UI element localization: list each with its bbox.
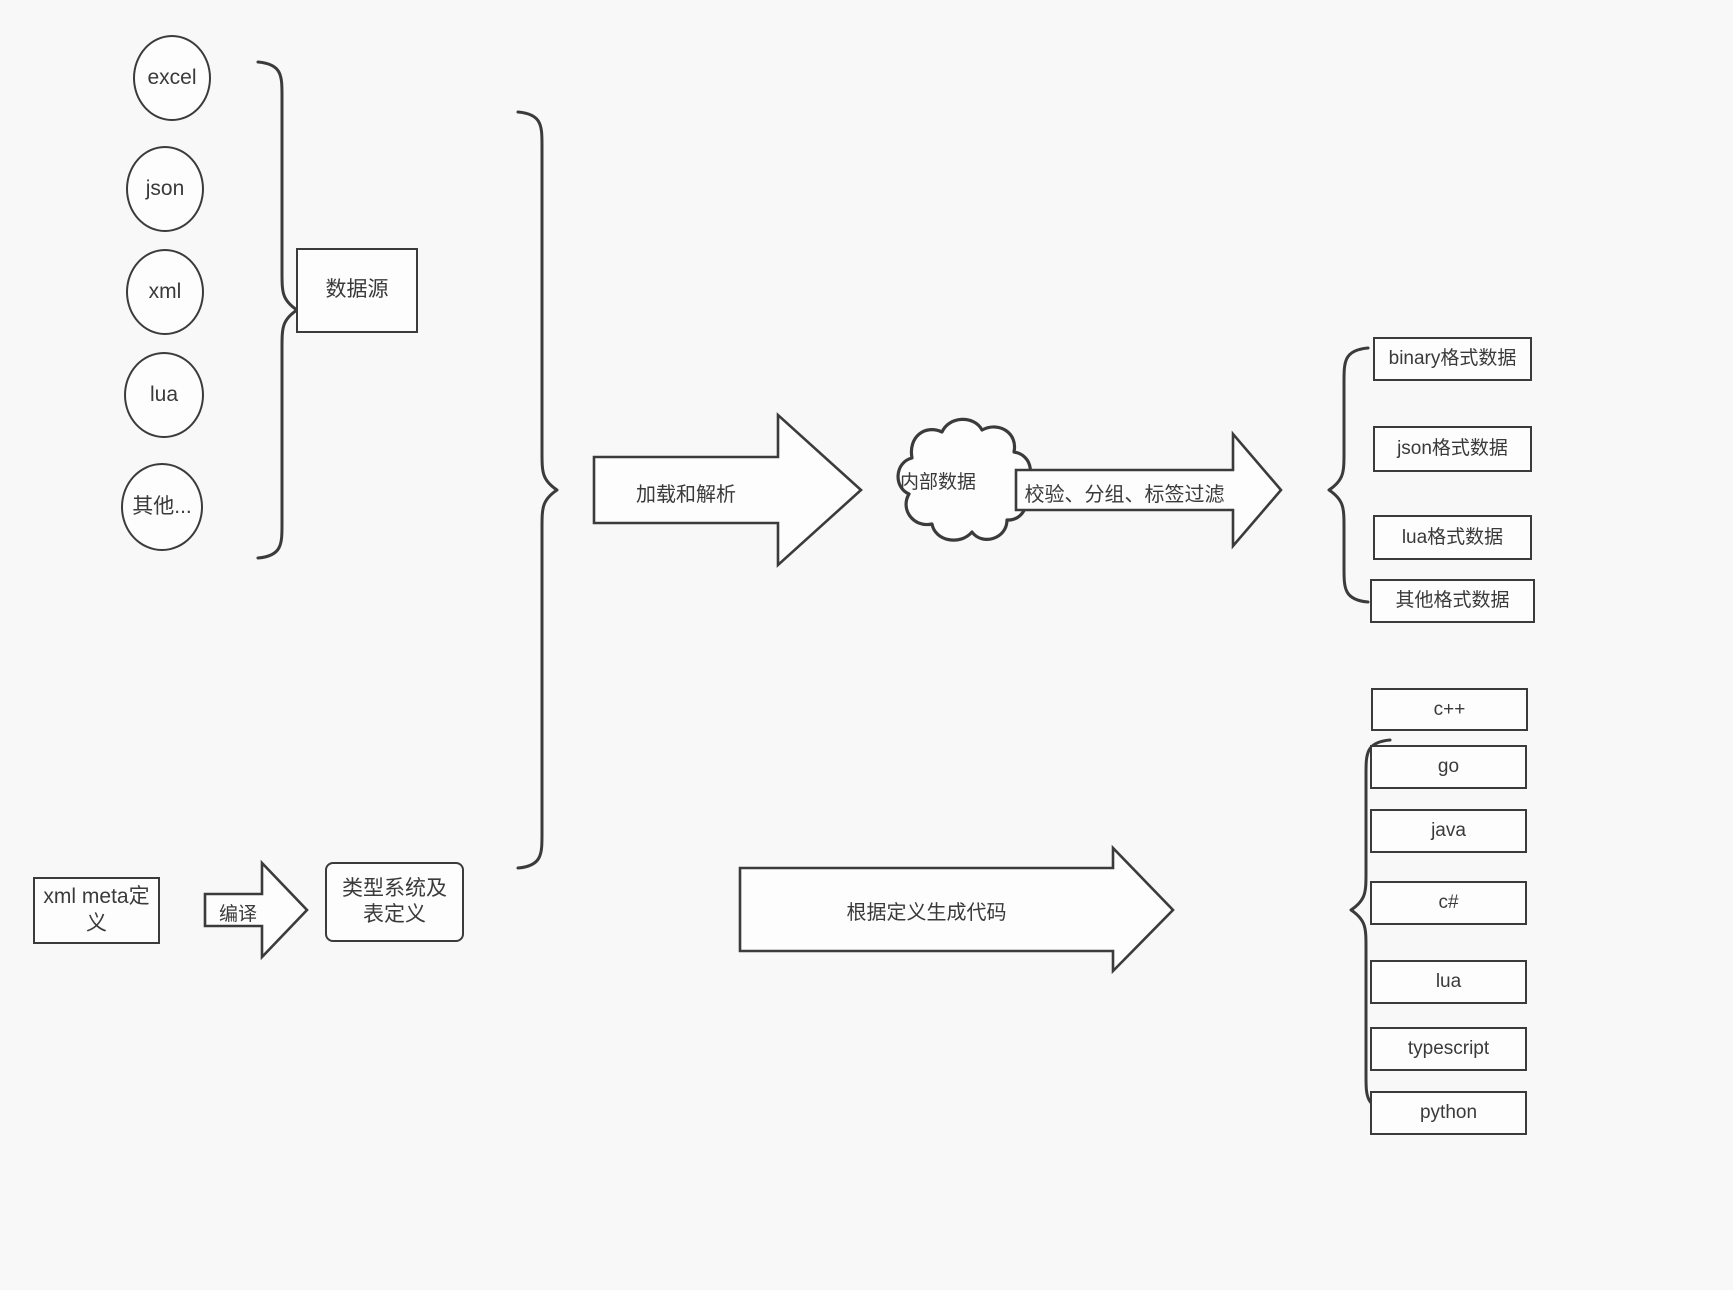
codegen-arrow xyxy=(738,844,1175,975)
pipeline-brace xyxy=(516,110,559,870)
source-label: excel xyxy=(147,65,197,89)
language-label: typescript xyxy=(1407,1038,1490,1060)
output-format-box-binary[interactable]: binary格式数据 xyxy=(1373,337,1532,381)
output-formats-brace xyxy=(1327,346,1370,604)
language-box-java[interactable]: java xyxy=(1370,809,1527,853)
language-label: c++ xyxy=(1433,698,1466,720)
output-format-label: binary格式数据 xyxy=(1388,348,1517,370)
language-label: lua xyxy=(1435,971,1462,993)
output-format-label: 其他格式数据 xyxy=(1395,590,1510,612)
languages-brace xyxy=(1349,738,1392,1112)
output-format-label: json格式数据 xyxy=(1397,438,1508,460)
language-label: c# xyxy=(1438,892,1459,914)
internal-data-cloud xyxy=(896,417,1032,542)
output-format-box-lua[interactable]: lua格式数据 xyxy=(1373,515,1532,560)
language-box-python[interactable]: python xyxy=(1370,1091,1527,1135)
source-node-lua[interactable]: lua xyxy=(124,352,204,438)
source-node-excel[interactable]: excel xyxy=(133,35,211,121)
source-node-json[interactable]: json xyxy=(126,146,204,232)
language-box-lua[interactable]: lua xyxy=(1370,960,1527,1004)
language-label: java xyxy=(1431,820,1466,842)
language-box-cpp[interactable]: c++ xyxy=(1371,688,1528,731)
output-format-label: lua格式数据 xyxy=(1401,526,1504,548)
data-source-label: 数据源 xyxy=(325,278,389,302)
xml-meta-definition-box[interactable]: xml meta定义 xyxy=(33,877,160,944)
source-label: 其他... xyxy=(132,494,192,518)
language-box-go[interactable]: go xyxy=(1370,745,1527,789)
compile-arrow xyxy=(203,859,309,961)
source-label: xml xyxy=(148,279,182,303)
type-system-label: 类型系统及表定义 xyxy=(342,876,447,926)
sources-brace xyxy=(256,60,299,560)
source-label: lua xyxy=(149,382,179,406)
type-system-box[interactable]: 类型系统及表定义 xyxy=(325,862,464,942)
source-node-xml[interactable]: xml xyxy=(126,249,204,335)
language-box-typescript[interactable]: typescript xyxy=(1370,1027,1527,1071)
language-label: python xyxy=(1419,1102,1478,1124)
load-parse-arrow xyxy=(592,412,863,568)
filter-arrow xyxy=(1014,430,1283,550)
output-format-box-json[interactable]: json格式数据 xyxy=(1373,426,1532,472)
source-node-other[interactable]: 其他... xyxy=(121,463,203,551)
output-format-box-other[interactable]: 其他格式数据 xyxy=(1370,579,1535,623)
source-label: json xyxy=(145,176,185,200)
xml-meta-definition-label: xml meta定义 xyxy=(43,885,150,935)
data-source-box[interactable]: 数据源 xyxy=(296,248,418,333)
language-box-csharp[interactable]: c# xyxy=(1370,881,1527,925)
language-label: go xyxy=(1437,756,1460,778)
